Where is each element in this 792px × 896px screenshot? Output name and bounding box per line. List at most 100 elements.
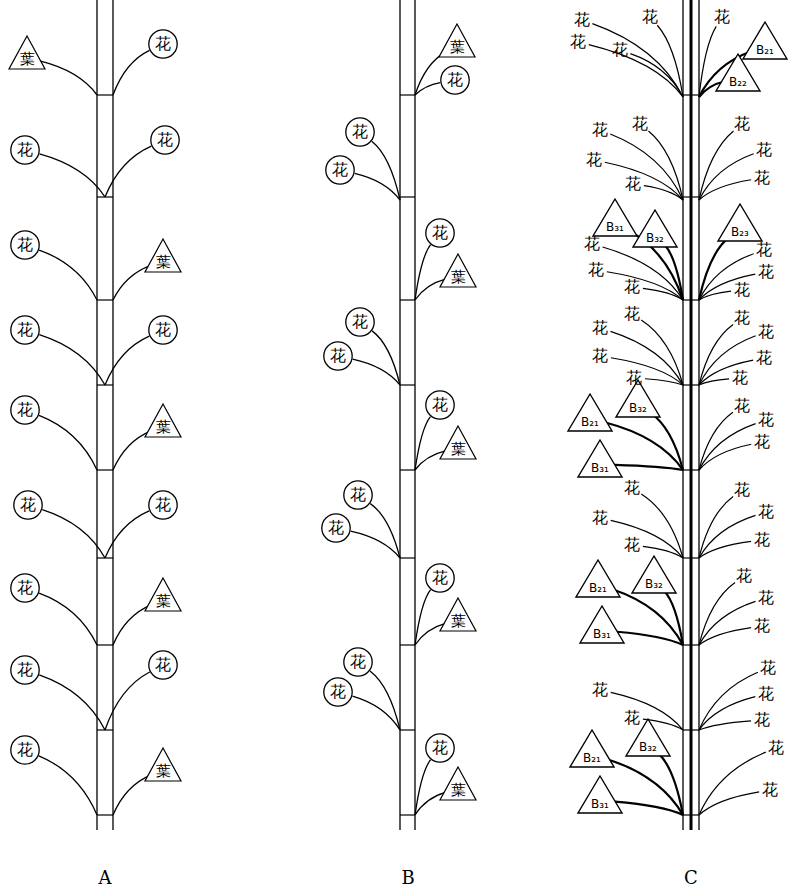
circle-outline	[322, 514, 350, 542]
node-text: B₂₂	[729, 76, 747, 88]
branch-line	[699, 444, 751, 470]
leaf-triangle: 葉	[144, 403, 182, 438]
branch-line	[589, 45, 683, 97]
flower-label: 花	[734, 116, 750, 132]
node-tick	[400, 196, 415, 197]
node-text: 葉	[156, 255, 171, 270]
branch-line	[699, 360, 753, 385]
flower-circle: 花	[10, 573, 40, 603]
branch-line	[611, 520, 683, 558]
flower-label: 花	[624, 306, 640, 322]
branch-line	[699, 752, 766, 815]
node-tick	[683, 729, 699, 730]
node-tick	[683, 814, 699, 815]
circle-outline	[149, 491, 177, 519]
branch-line	[699, 379, 729, 385]
flower-circle: 花	[10, 395, 40, 425]
flower-label: 花	[625, 176, 641, 192]
branch-line	[648, 131, 683, 200]
node-tick	[683, 557, 699, 558]
flower-label: 花	[734, 398, 750, 414]
triangle-outline	[440, 767, 476, 800]
flower-label: 花	[632, 116, 648, 132]
flower-label: 花	[624, 480, 640, 496]
node-text: 葉	[156, 594, 171, 609]
leaf-triangle: 葉	[144, 238, 182, 273]
flower-circle: 花	[10, 315, 40, 345]
flower-label: 花	[734, 482, 750, 498]
leaf-triangle: B₂₁	[569, 729, 615, 768]
branch-line	[615, 465, 683, 470]
node-tick	[97, 644, 113, 645]
node-text: 花	[17, 580, 33, 596]
triangle-outline	[743, 22, 787, 59]
flower-label: 花	[758, 686, 774, 702]
leaf-triangle: B₂₂	[715, 53, 761, 92]
node-text: 花	[17, 402, 33, 418]
flower-circle: 花	[425, 218, 455, 248]
branch-line	[659, 754, 683, 815]
flower-label: 花	[758, 412, 774, 428]
branch-line	[643, 546, 683, 558]
leaf-triangle: B₂₁	[575, 559, 621, 598]
node-text: 花	[352, 124, 368, 140]
branch-line	[351, 531, 400, 558]
flower-circle: 花	[343, 480, 373, 510]
branch-line	[105, 672, 150, 730]
node-text: 花	[155, 657, 171, 673]
flower-label: 花	[714, 9, 730, 25]
flower-label: 花	[732, 370, 748, 386]
branch-line	[352, 696, 400, 730]
flower-circle: 花	[345, 117, 375, 147]
circle-outline	[151, 126, 179, 154]
node-text: B₂₁	[581, 416, 599, 428]
flower-label: 花	[754, 170, 770, 186]
node-text: 花	[155, 36, 171, 52]
branch-line	[665, 246, 683, 300]
node-text: 花	[447, 72, 463, 88]
node-text: 花	[432, 397, 448, 413]
node-tick	[400, 384, 415, 385]
triangle-outline	[145, 404, 181, 437]
circle-outline	[14, 491, 42, 519]
node-text: 花	[155, 322, 171, 338]
circle-outline	[11, 574, 39, 602]
flower-label: 花	[760, 660, 776, 676]
flower-label: 花	[754, 532, 770, 548]
flower-label: 花	[592, 682, 608, 698]
stem-line	[112, 0, 113, 830]
triangle-outline	[570, 730, 614, 767]
node-tick	[683, 299, 699, 300]
triangle-outline	[9, 36, 45, 69]
leaf-triangle: 葉	[439, 766, 477, 801]
stem-line	[698, 0, 699, 830]
circle-outline	[426, 219, 454, 247]
branch-line	[42, 510, 105, 558]
triangle-outline	[440, 254, 476, 287]
triangle-outline	[578, 776, 622, 813]
flower-circle: 花	[148, 490, 178, 520]
node-text: B₃₁	[591, 462, 609, 474]
flower-circle: 花	[148, 650, 178, 680]
branch-line	[39, 250, 97, 300]
flower-circle: 花	[10, 230, 40, 260]
flower-label: 花	[588, 262, 604, 278]
node-tick	[400, 557, 415, 558]
branch-line	[699, 515, 756, 558]
node-text: 花	[17, 322, 33, 338]
node-text: 花	[332, 162, 348, 178]
branch-line	[39, 415, 97, 470]
branch-line	[699, 541, 751, 558]
node-tick	[400, 729, 415, 730]
flower-circle: 花	[425, 563, 455, 593]
flower-circle: 花	[13, 490, 43, 520]
node-text: 花	[328, 520, 344, 536]
flower-label: 花	[642, 9, 658, 25]
branch-line	[415, 792, 445, 815]
node-text: B₃₁	[606, 221, 624, 233]
node-text: B₃₂	[629, 402, 647, 414]
triangle-outline	[576, 560, 620, 597]
flower-circle: 花	[325, 155, 355, 185]
flower-label: 花	[624, 710, 640, 726]
